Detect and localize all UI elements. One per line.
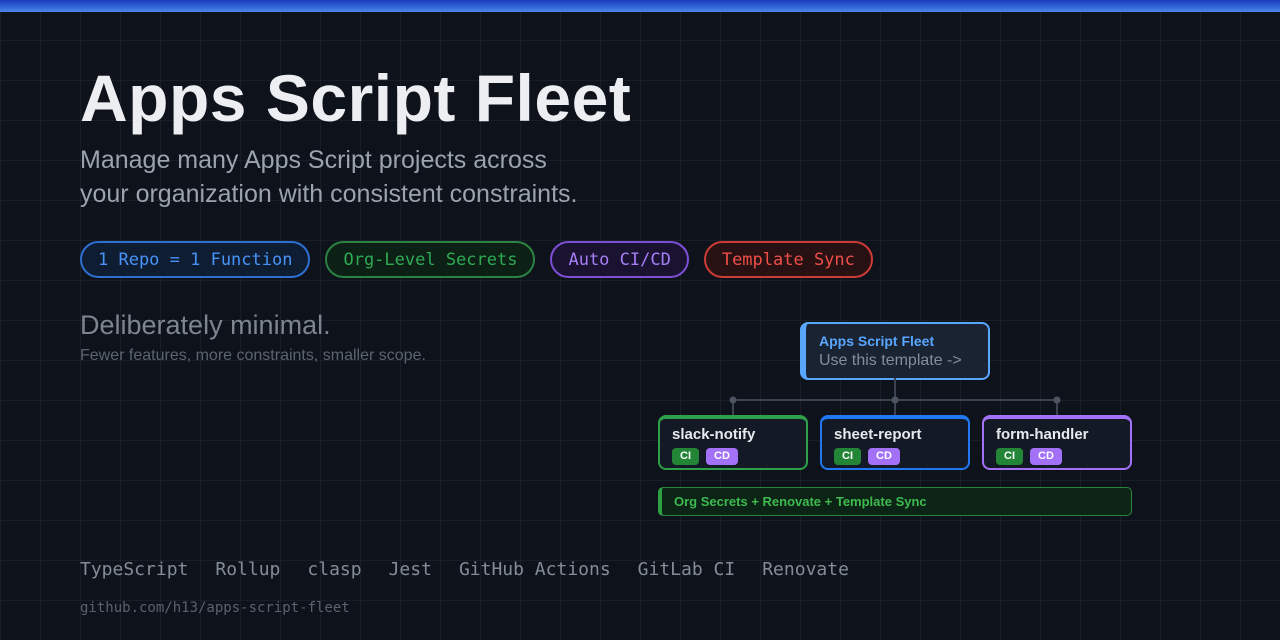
repo-card-form-handler: form-handler CI CD [982, 415, 1132, 470]
repo-card-slack-notify: slack-notify CI CD [658, 415, 808, 470]
tech-item-rollup: Rollup [215, 559, 281, 580]
pill-auto-cicd: Auto CI/CD [550, 241, 689, 278]
tagline-sub: Fewer features, more constraints, smalle… [80, 347, 426, 364]
tech-item-renovate: Renovate [762, 559, 849, 580]
repo-card-sheet-report: sheet-report CI CD [820, 415, 970, 470]
repo-name: form-handler [996, 426, 1089, 443]
tech-item-github-actions: GitHub Actions [458, 559, 611, 580]
template-box-title: Apps Script Fleet [819, 333, 935, 349]
tech-item-gitlab-ci: GitLab CI [637, 559, 736, 580]
ci-badge: CI [672, 448, 699, 465]
pill-template-sync: Template Sync [703, 241, 873, 278]
tech-item-clasp: clasp [307, 559, 362, 580]
repo-name: slack-notify [672, 426, 756, 443]
repo-badge-row: CI CD [672, 448, 794, 465]
repo-url-link[interactable]: github.com/h13/apps-script-fleet [80, 600, 350, 616]
cd-badge: CD [1030, 448, 1062, 465]
tech-stack-list: TypeScript Rollup clasp Jest GitHub Acti… [80, 559, 849, 580]
tech-item-jest: Jest [388, 559, 432, 580]
template-box-subtitle: Use this template -> [819, 352, 962, 369]
diagram-connector-lines [729, 378, 1061, 418]
repo-badge-row: CI CD [834, 448, 956, 465]
page-subtitle: Manage many Apps Script projects across … [80, 146, 578, 208]
org-sync-banner-text: Org Secrets + Renovate + Template Sync [674, 494, 927, 509]
use-template-button[interactable]: Apps Script Fleet Use this template -> [800, 322, 990, 380]
tagline-heading: Deliberately minimal. [80, 310, 331, 340]
pill-repo-function: 1 Repo = 1 Function [80, 241, 311, 278]
ci-badge: CI [834, 448, 861, 465]
cd-badge: CD [706, 448, 738, 465]
top-accent-bar [0, 0, 1280, 12]
page-title: Apps Script Fleet [80, 61, 632, 135]
cd-badge: CD [868, 448, 900, 465]
feature-pill-row: 1 Repo = 1 Function Org-Level Secrets Au… [80, 241, 873, 278]
ci-badge: CI [996, 448, 1023, 465]
tech-item-typescript: TypeScript [80, 559, 189, 580]
tagline-section: Deliberately minimal. Fewer features, mo… [80, 310, 426, 365]
repo-badge-row: CI CD [996, 448, 1118, 465]
org-sync-banner: Org Secrets + Renovate + Template Sync [658, 487, 1132, 516]
pill-org-secrets: Org-Level Secrets [325, 241, 536, 278]
repo-name: sheet-report [834, 426, 922, 443]
